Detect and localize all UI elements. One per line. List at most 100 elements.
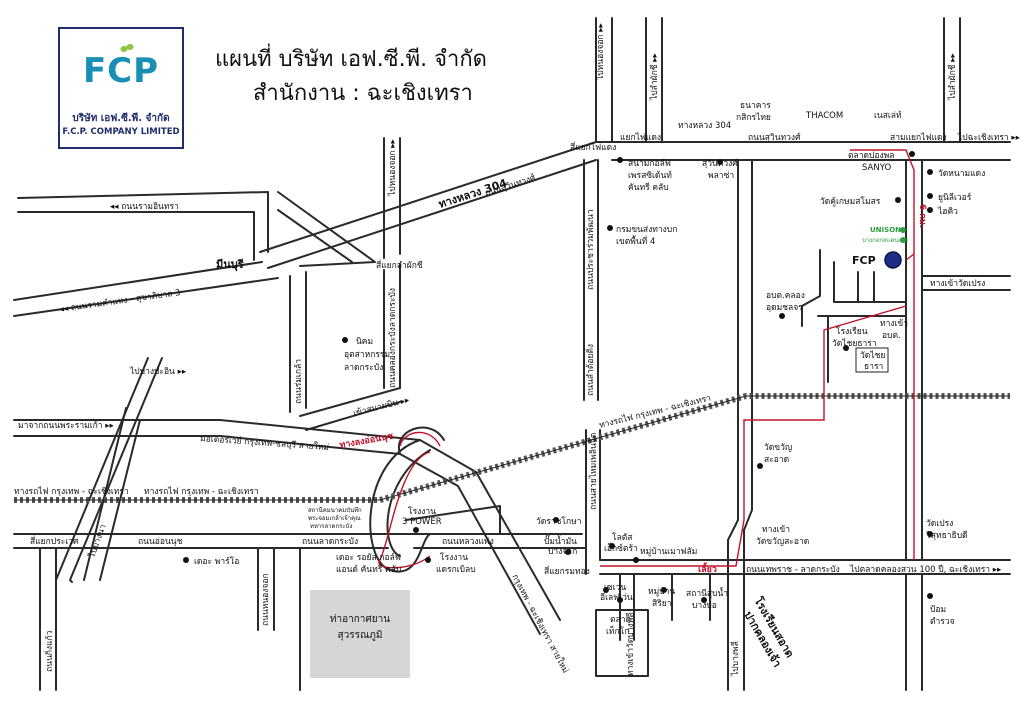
the-park-label: เดอะ พาร์โอ: [194, 556, 239, 567]
power-plant-label: โรงงาน: [408, 506, 436, 517]
airport-label-2: สุวรรณภูมิ: [338, 630, 383, 641]
vaseline-label: ไฮคิว: [937, 206, 958, 217]
thepharat-label: ถนนเทพราช - ลาดกระบัง: [746, 565, 840, 575]
three-power-label: 3 POWER: [402, 517, 442, 527]
industrial-label-1: นิคม: [356, 337, 373, 347]
junction-phai-daeng-2: แยกไฟแดง: [620, 132, 661, 143]
company-logo: FCP บริษัท เอฟ.ซี.พี. จำกัด F.C.P. COMPA…: [58, 27, 184, 149]
lam-phak-chi-label-2: ไปลำผักชี ▸▸: [947, 52, 958, 101]
golf-label-1: สนามกอล์ฟ: [628, 158, 671, 169]
prakhon-chai-label: ถนนประชาร่วมพัฒนา: [586, 209, 596, 290]
wat-chai-label-1: วัดไชย: [860, 350, 885, 361]
industrial-estate-marker: [342, 337, 348, 343]
police-label-2: ตำรวจ: [930, 617, 955, 627]
fcp-marker[interactable]: [884, 251, 902, 269]
lat-krabang-road-label: ถนนลาดกระบัง: [302, 537, 358, 547]
obt-entry-label-1: ทางเข้า: [880, 318, 908, 329]
turn-label: เลี้ยว: [698, 562, 717, 575]
market-marker: [617, 597, 623, 603]
school-label-1: โรงเรียน: [836, 326, 868, 337]
ramintra-label: ◂◂ ถนนรามอินทรา: [110, 202, 179, 212]
plaza-label-1: สุวินทวงศ์: [702, 158, 738, 169]
motorway-label: มอเตอร์เวย์ กรุงเทพ-ชลบุรี สายใหม่: [200, 433, 330, 453]
nestle-label: เนสเล่ท์: [874, 110, 902, 121]
road-network: [13, 17, 1011, 691]
from-rama9-label: มาจากถนนพระรามเก้า ▸▸: [18, 420, 115, 431]
village-marker: [633, 557, 639, 563]
gas-label-2: บางจาก: [548, 547, 577, 557]
unison-sub-label: บางกอกสแตนเลส: [862, 237, 908, 244]
market-label-1: ตลาด: [610, 615, 631, 625]
wat-khu-kasem-marker: [895, 197, 901, 203]
water-label-2: บางบ่อ: [692, 601, 717, 611]
on-nut-road-label: ถนนอ่อนนุช: [138, 537, 183, 547]
gas-label-1: ปั๊มน้ำมัน: [544, 534, 577, 547]
wat-prong-marker: [927, 531, 933, 537]
junction-prawet: สี่แยกประเวศ: [30, 535, 79, 547]
wat-rat-marker: [553, 517, 559, 523]
logo-brand: FCP: [82, 51, 160, 91]
lam-phak-chi-label: ไปลำผักชี ▸▸: [649, 52, 660, 101]
ramkhamhaeng-label: ◂◂ ถนนรามคำแหง - สุขาภิบาล 3: [59, 288, 181, 315]
industrial-label-2: อุตสาหกรรม: [344, 350, 390, 360]
to-chachoengsao-label: ไปตลาดคลองสวน 100 ปี, ฉะเชิงเทรา ▸▸: [849, 564, 1002, 575]
nong-chok-label-2: ไปหนองจอก ▸▸: [387, 138, 398, 197]
leaf-icon: [120, 44, 134, 52]
hw304-top-label: ทางหลวง 304: [678, 121, 731, 131]
wat-chan-entry-label-2: วัดขวัญสะอาด: [756, 537, 809, 547]
unilever-label: ยูนิลีเวอร์: [938, 192, 972, 203]
railway-line: [14, 393, 1010, 503]
wat-khu-kasem-label: วัดคู้เกษมสโมสร: [820, 196, 881, 207]
junction-lam-phak-chi: สี่แยกลำผักชี: [376, 259, 423, 271]
unilever-marker: [927, 193, 933, 199]
logo-name-th: บริษัท เอฟ.ซี.พี. จำกัด: [72, 113, 170, 124]
obt-marker: [779, 313, 785, 319]
seven-eleven-marker: [603, 587, 609, 593]
seven-label-1: เซเว่น: [604, 583, 626, 593]
golf-club-marker: [617, 157, 623, 163]
water-label-1: สถานีสูบน้ำ: [686, 587, 728, 599]
wat-prong-label-1: วัดเปรง: [926, 519, 953, 529]
royal-golf-label-1: เดอะ รอยัล กอล์ฟ: [336, 552, 401, 563]
wat-chan-label-2: สะอาด: [764, 455, 789, 465]
rail-right-label: ทางรถไฟ กรุงเทพ - ฉะเชิงเทรา: [598, 392, 712, 430]
royal-golf-marker: [425, 557, 431, 563]
bang-na-label: ไปบางนา: [86, 523, 109, 560]
obt-entry-label-2: อบต.: [882, 331, 901, 341]
dlt-label-2: เขตพื้นที่ 4: [616, 235, 655, 247]
village-2-marker: [661, 587, 667, 593]
obt-label-2: อุดมชลจร: [766, 303, 803, 313]
talat-plong-label: ตลาดปองพล: [848, 151, 894, 161]
village-label-3: สิริยา: [652, 599, 672, 609]
vaseline-marker: [927, 207, 933, 213]
lam-toi-ting-label: ถนนลำต้อยติ่ง: [584, 344, 596, 396]
dlt-marker: [607, 225, 613, 231]
map-title: แผนที่ บริษัท เอฟ.ซี.พี. จำกัด: [215, 43, 487, 72]
bangkok-stainless-marker: [900, 237, 906, 243]
fcp-label: FCP: [852, 254, 876, 267]
police-marker: [927, 593, 933, 599]
police-label-1: ป้อม: [930, 604, 946, 615]
golf-label-3: คันทรี คลับ: [628, 182, 669, 193]
wat-prong-entry-label: ทางเข้าวัดเปรง: [930, 278, 985, 289]
bangkok-chachoengsao-label: กรุงเทพ - ฉะเชิงเทรา สายใหม่: [509, 572, 571, 675]
village-label-2: หมู่บ้าน: [648, 586, 675, 597]
airport-area: [310, 590, 410, 678]
rail-left-label: ทางรถไฟ กรุงเทพ - ฉะเชิงเทรา: [144, 486, 259, 497]
luang-phaeng-label: ถนนหลวงแพ่ง: [442, 537, 494, 547]
suwinthawong-label: ถนนสุวินทวงศ์: [748, 132, 801, 143]
ladkrabang-sai-yai-label: ถนนสายไหมเพลินจิต: [588, 433, 599, 510]
wat-chai-label-2: ธารา: [864, 362, 883, 372]
suwinthawong-plaza-marker: [717, 159, 723, 165]
wat-chan-marker: [757, 463, 763, 469]
water-station-marker: [701, 597, 707, 603]
road-6km-label: 6 กม.: [917, 204, 927, 228]
wat-chan-entry-label-1: ทางเข้า: [762, 524, 790, 535]
station-label-2: พระจอมเกล้าเจ้าคุณ: [308, 515, 361, 522]
industrial-label-3: ลาดกระบัง: [344, 363, 383, 373]
bang-pa-in-label: ไปบางปะอิน ▸▸: [129, 366, 187, 377]
seven-label-2: อีเลฟเว่น: [600, 592, 633, 603]
obt-label-1: อบต.คลอง: [766, 291, 805, 301]
golf-label-2: เพรสซิเด้นท์: [628, 170, 672, 181]
